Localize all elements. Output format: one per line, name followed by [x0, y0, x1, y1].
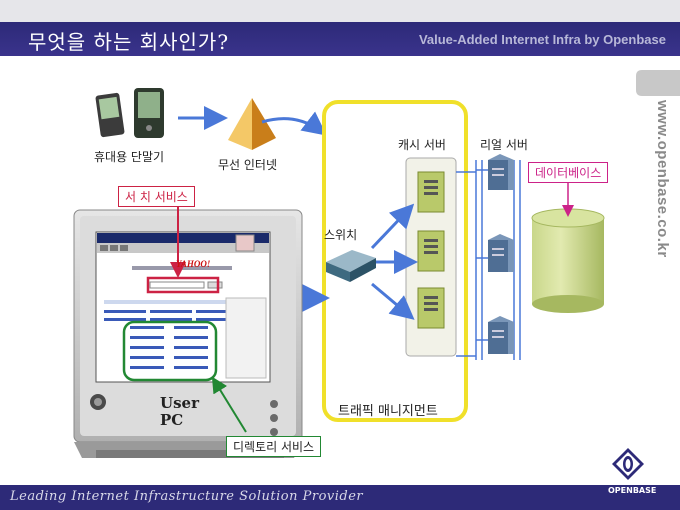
- mobile-device-icon: [95, 88, 164, 138]
- footer-bar: Leading Internet Infrastructure Solution…: [0, 485, 680, 510]
- switch-icon: [326, 250, 376, 282]
- wireless-label: 무선 인터넷: [218, 158, 278, 172]
- real-server-icon: [488, 154, 514, 354]
- page-title: 무엇을 하는 회사인가?: [28, 30, 230, 54]
- arrow-directory-label: [211, 376, 247, 433]
- traffic-management-label: 트래픽 매니지먼트: [338, 404, 438, 419]
- search-service-label: 서 치 서비스: [118, 186, 195, 207]
- title-bar: 무엇을 하는 회사인가? Value-Added Internet Infra …: [0, 22, 680, 56]
- logo-text: OPENBASE: [608, 486, 657, 495]
- network-lines: [456, 160, 521, 360]
- side-url: www.openbase.co.kr: [654, 100, 671, 258]
- browser-screen: [97, 233, 269, 379]
- openbase-logo: [612, 448, 644, 480]
- arrow-switch-to-cache-3: [371, 282, 415, 320]
- cache-server-icon: [417, 171, 445, 329]
- database-icon: [531, 208, 605, 313]
- browser-logo: YAHOO!: [176, 259, 211, 269]
- arrow-switch-to-cache-1: [370, 203, 415, 250]
- header-tagline: Value-Added Internet Infra by Openbase: [418, 32, 666, 47]
- arrow-wireless-to-traffic: [261, 111, 327, 136]
- real-server-label: 리얼 서버: [480, 138, 528, 152]
- cache-server-label: 캐시 서버: [398, 138, 446, 152]
- search-highlight: [146, 276, 220, 294]
- side-tab: [636, 70, 680, 96]
- footer-tagline: Leading Internet Infrastructure Solution…: [10, 489, 364, 504]
- top-strip: [0, 0, 680, 22]
- database-label: 데이터베이스: [528, 162, 609, 183]
- directory-service-label: 디렉토리 서비스: [226, 436, 322, 457]
- user-pc-label: User PC: [160, 394, 199, 429]
- directory-highlight: [122, 320, 218, 382]
- wireless-internet-icon: [228, 98, 276, 150]
- switch-label: 스위치: [324, 228, 358, 242]
- mobile-label: 휴대용 단말기: [94, 150, 165, 164]
